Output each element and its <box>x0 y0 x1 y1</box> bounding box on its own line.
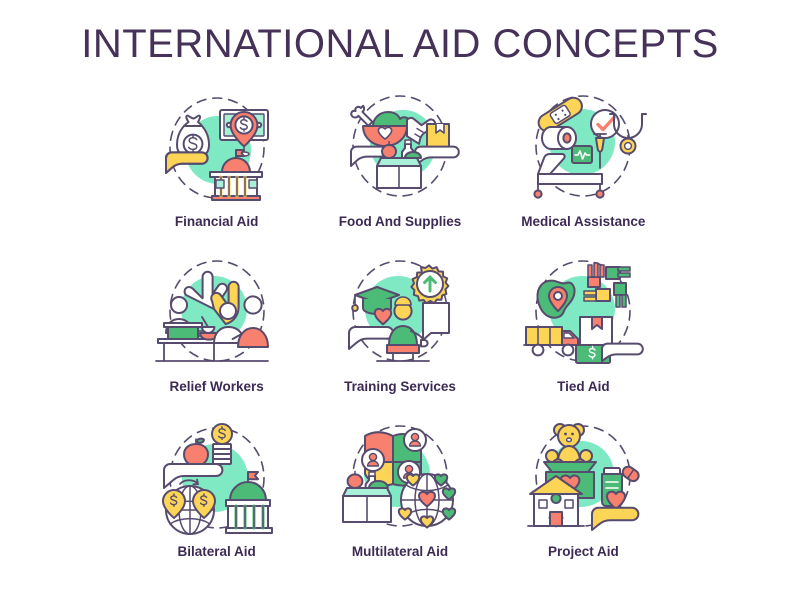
food-bowl-heart-hands-supply-box-icon <box>335 88 465 208</box>
concept-label: Relief Workers <box>169 379 264 394</box>
concept-label: Medical Assistance <box>521 214 646 229</box>
page-title: INTERNATIONAL AID CONCEPTS <box>81 22 719 66</box>
concept-item-medical-assistance[interactable]: Medical Assistance <box>492 88 675 253</box>
concept-item-training-services[interactable]: Training Services <box>308 253 491 418</box>
bandage-stethoscope-hospital-bed-icon <box>518 88 648 208</box>
graduation-cap-gear-presenter-icon <box>335 253 465 373</box>
concept-item-food-and-supplies[interactable]: Food And Supplies <box>308 88 491 253</box>
money-bag-hand-banknote-bank-icon <box>152 88 282 208</box>
concept-label: Tied Aid <box>557 379 610 394</box>
teddy-bear-box-medicine-house-hand-icon <box>518 418 648 538</box>
concept-label: Financial Aid <box>174 214 259 229</box>
world-map-avatars-supply-box-heart-globe-icon <box>335 418 465 538</box>
concept-label: Project Aid <box>547 544 619 559</box>
hand-apple-coins-globe-bank-icon <box>152 418 282 538</box>
volunteers-serving-food-hands-icon <box>152 253 282 373</box>
concept-label: Multilateral Aid <box>351 544 449 559</box>
concept-item-relief-workers[interactable]: Relief Workers <box>125 253 308 418</box>
concept-item-multilateral-aid[interactable]: Multilateral Aid <box>308 418 491 583</box>
concept-item-project-aid[interactable]: Project Aid <box>492 418 675 583</box>
concept-icon-grid: Financial Aid <box>125 88 675 583</box>
concept-label: Training Services <box>344 379 456 394</box>
concept-label: Bilateral Aid <box>177 544 256 559</box>
concept-label: Food And Supplies <box>338 214 462 229</box>
concept-item-bilateral-aid[interactable]: Bilateral Aid <box>125 418 308 583</box>
concept-item-tied-aid[interactable]: Tied Aid <box>492 253 675 418</box>
delivery-truck-map-handshake-money-icon <box>518 253 648 373</box>
concept-item-financial-aid[interactable]: Financial Aid <box>125 88 308 253</box>
